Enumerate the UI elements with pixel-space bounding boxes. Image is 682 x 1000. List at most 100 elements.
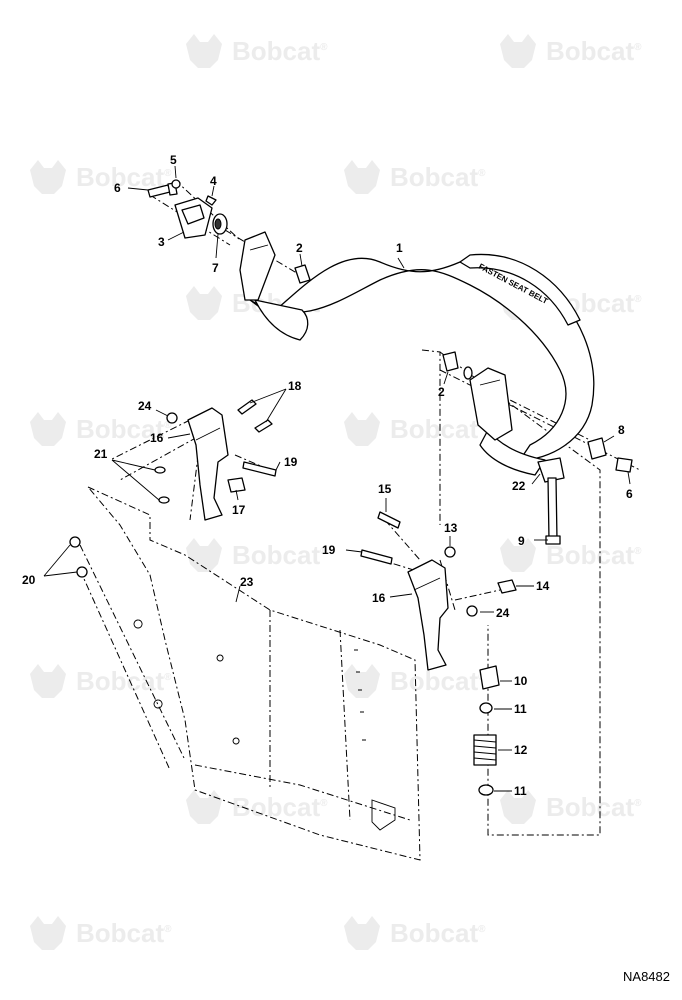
- bobcat-head-logo: [30, 664, 66, 698]
- bobcat-head-logo: [186, 34, 222, 68]
- part-16-bracket-left: [187, 407, 229, 521]
- svg-text:9: 9: [518, 534, 525, 548]
- bobcat-head-logo: [30, 916, 66, 950]
- watermark-text: Bobcat®: [76, 918, 172, 948]
- watermark-text: Bobcat®: [76, 162, 172, 192]
- callout-24-right: 24: [480, 606, 510, 620]
- svg-text:12: 12: [514, 743, 528, 757]
- svg-text:23: 23: [240, 575, 254, 589]
- belt-bracket-right: [469, 367, 513, 441]
- callout-11-top: 11: [494, 702, 527, 716]
- svg-text:2: 2: [296, 241, 303, 255]
- bobcat-head-logo: [186, 790, 222, 824]
- callout-14: 14: [516, 579, 550, 593]
- callout-3: 3: [158, 231, 185, 249]
- watermark-layer: Bobcat® Bobcat® Bobcat® Bobcat® Bobcat® …: [30, 34, 642, 950]
- callout-8: 8: [603, 423, 625, 443]
- callout-19-left: 19: [275, 455, 298, 471]
- watermark-text: Bobcat®: [76, 414, 172, 444]
- watermark-text: Bobcat®: [232, 36, 328, 66]
- drawing-number: NA8482: [623, 969, 670, 984]
- callout-22: 22: [512, 473, 541, 493]
- svg-text:11: 11: [514, 784, 527, 798]
- watermark-row-8: Bobcat® Bobcat®: [30, 916, 486, 950]
- svg-text:8: 8: [618, 423, 625, 437]
- callout-24-left: 24: [138, 399, 169, 417]
- watermark-text: Bobcat®: [546, 36, 642, 66]
- callout-21: 21: [94, 447, 160, 501]
- callout-20: 20: [22, 544, 78, 587]
- svg-text:15: 15: [378, 482, 392, 496]
- spring-stack: [473, 665, 500, 796]
- bobcat-head-logo: [30, 160, 66, 194]
- svg-text:16: 16: [150, 431, 164, 445]
- callout-18: 18: [249, 379, 302, 423]
- watermark-row-7: Bobcat® Bobcat®: [186, 790, 642, 824]
- svg-text:18: 18: [288, 379, 302, 393]
- watermark-text: Bobcat®: [390, 666, 486, 696]
- watermark-row-2: Bobcat® Bobcat®: [30, 160, 486, 194]
- svg-text:24: 24: [496, 606, 510, 620]
- callout-4: 4: [210, 174, 217, 197]
- svg-text:4: 4: [210, 174, 217, 188]
- svg-text:13: 13: [444, 521, 458, 535]
- svg-text:22: 22: [512, 479, 526, 493]
- svg-text:10: 10: [514, 674, 528, 688]
- belt-bracket-left: [239, 231, 276, 301]
- callout-23: 23: [235, 575, 254, 603]
- callout-11-bottom: 11: [494, 784, 527, 798]
- svg-text:21: 21: [94, 447, 108, 461]
- svg-text:19: 19: [322, 543, 336, 557]
- bobcat-head-logo: [344, 916, 380, 950]
- callout-15: 15: [378, 482, 392, 512]
- svg-text:16: 16: [372, 591, 386, 605]
- watermark-text: Bobcat®: [390, 162, 486, 192]
- svg-text:24: 24: [138, 399, 152, 413]
- watermark-text: Bobcat®: [76, 666, 172, 696]
- watermark-row-1: Bobcat® Bobcat®: [186, 34, 642, 68]
- watermark-text: Bobcat®: [546, 540, 642, 570]
- callout-6-top: 6: [114, 181, 149, 195]
- callout-13: 13: [444, 521, 458, 546]
- part-1-seat-belt: FASTEN SEAT BELT: [249, 253, 595, 476]
- svg-text:20: 20: [22, 573, 36, 587]
- callout-7: 7: [212, 233, 219, 275]
- watermark-text: Bobcat®: [232, 540, 328, 570]
- watermark-text: Bobcat®: [546, 792, 642, 822]
- callout-16-right: 16: [372, 591, 413, 605]
- part-3-retractor-mount: [174, 197, 213, 239]
- bobcat-head-logo: [500, 34, 536, 68]
- callout-17: 17: [232, 489, 246, 517]
- watermark-text: Bobcat®: [232, 792, 328, 822]
- svg-text:5: 5: [170, 153, 177, 167]
- callout-9: 9: [518, 534, 548, 548]
- svg-text:6: 6: [114, 181, 121, 195]
- svg-text:3: 3: [158, 235, 165, 249]
- callout-12: 12: [498, 743, 528, 757]
- callout-2-top: 2: [296, 241, 303, 267]
- svg-text:7: 7: [212, 261, 219, 275]
- svg-text:17: 17: [232, 503, 246, 517]
- callout-19-right: 19: [322, 543, 363, 557]
- callout-2-right: 2: [438, 371, 449, 399]
- bobcat-head-logo: [30, 412, 66, 446]
- svg-text:14: 14: [536, 579, 550, 593]
- watermark-row-4: Bobcat® Bobcat®: [30, 412, 486, 446]
- hardware-items: [69, 179, 633, 617]
- callout-10: 10: [500, 674, 528, 688]
- callout-layer: 1 2 2 3 4 5 6 6 7 8 9 10 11 11 12 13 14 …: [22, 153, 633, 798]
- watermark-text: Bobcat®: [390, 918, 486, 948]
- callout-1: 1: [396, 241, 405, 269]
- watermark-row-5: Bobcat® Bobcat®: [186, 538, 642, 572]
- bobcat-head-logo: [344, 160, 380, 194]
- part-23-panel: [87, 486, 421, 861]
- bobcat-head-logo: [186, 286, 222, 320]
- bobcat-head-logo: [344, 664, 380, 698]
- watermark-row-6: Bobcat® Bobcat®: [30, 664, 486, 698]
- part-16-bracket-right: [407, 559, 449, 671]
- svg-text:19: 19: [284, 455, 298, 469]
- svg-text:2: 2: [438, 385, 445, 399]
- svg-text:6: 6: [626, 487, 633, 501]
- bobcat-head-logo: [344, 412, 380, 446]
